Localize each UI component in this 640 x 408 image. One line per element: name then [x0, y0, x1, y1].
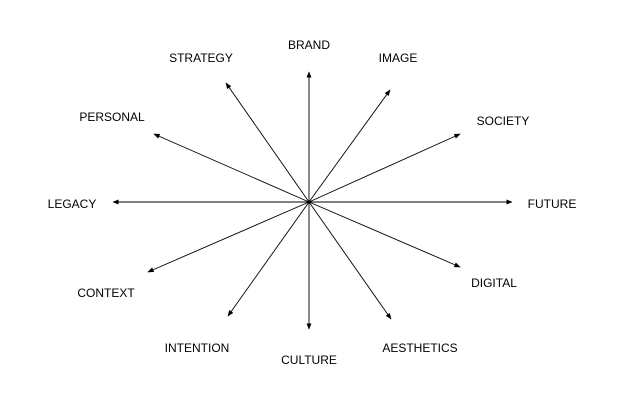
- label-brand: BRAND: [287, 38, 331, 52]
- label-future: FUTURE: [527, 197, 577, 211]
- label-legacy: LEGACY: [47, 197, 97, 211]
- arrow-personal: [153, 133, 310, 203]
- arrow-intention: [227, 201, 310, 317]
- label-society: SOCIETY: [476, 114, 530, 128]
- arrow-society: [308, 133, 461, 203]
- arrow-context: [147, 201, 310, 273]
- label-context: CONTEXT: [77, 286, 135, 300]
- label-image: IMAGE: [378, 51, 418, 65]
- label-aesthetics: AESTHETICS: [382, 341, 458, 355]
- arrow-strategy: [225, 82, 310, 203]
- label-digital: DIGITAL: [471, 276, 517, 290]
- label-personal: PERSONAL: [79, 110, 145, 124]
- label-intention: INTENTION: [164, 341, 230, 355]
- label-culture: CULTURE: [281, 353, 337, 367]
- arrow-image: [308, 89, 391, 203]
- arrow-digital: [308, 201, 461, 268]
- label-strategy: STRATEGY: [169, 51, 233, 65]
- arrow-aesthetics: [308, 201, 392, 320]
